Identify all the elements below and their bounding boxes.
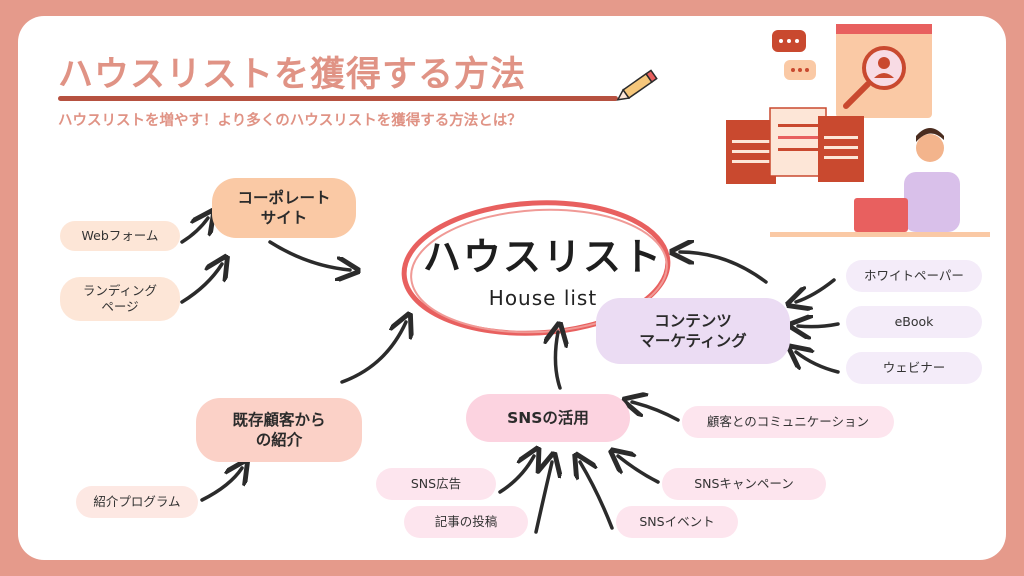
branch-sns-label: SNSの活用 <box>507 408 589 427</box>
arrow-webform <box>180 218 208 244</box>
arrow-whitepaper <box>796 278 836 302</box>
arrow-webinar <box>796 352 840 374</box>
item-webinar: ウェビナー <box>846 352 982 384</box>
branch-corporate-label: コーポレート サイト <box>237 188 331 227</box>
item-referral-program-label: 紹介プログラム <box>93 494 181 510</box>
item-whitepaper-label: ホワイトペーパー <box>864 268 964 284</box>
item-article-posting-label: 記事の投稿 <box>434 514 498 530</box>
item-referral-program: 紹介プログラム <box>76 486 198 518</box>
page-title: ハウスリストを獲得する方法 <box>58 55 527 95</box>
hub-subtitle: House list <box>488 286 598 310</box>
branch-existing-customers: 既存顧客から の紹介 <box>196 398 362 462</box>
arrow-customer-comm <box>632 402 680 422</box>
arrows-layer <box>180 16 840 534</box>
chat-bubbles-icon <box>772 30 816 80</box>
arrow-sns-event <box>580 462 614 530</box>
item-customer-communication-label: 顧客とのコミュニケーション <box>706 414 870 430</box>
item-web-form-label: Webフォーム <box>81 228 159 244</box>
item-sns-ads: SNS広告 <box>376 468 496 500</box>
item-sns-ads-label: SNS広告 <box>410 476 462 492</box>
arrow-posts <box>534 462 552 534</box>
branch-corporate-site: コーポレート サイト <box>212 178 356 238</box>
item-webinar-label: ウェビナー <box>882 360 946 376</box>
item-article-posting: 記事の投稿 <box>404 506 528 538</box>
arrow-corporate-to-hub <box>268 240 350 270</box>
branch-sns: SNSの活用 <box>466 394 630 442</box>
arrow-landing <box>180 264 222 304</box>
hub-circle-layer <box>401 200 671 336</box>
person-laptop-icon <box>770 128 990 237</box>
item-sns-event-label: SNSイベント <box>639 514 715 530</box>
title-underline <box>58 96 618 101</box>
item-landing-page-label: ランディング ページ <box>82 283 158 314</box>
pencil-icon <box>616 69 658 101</box>
arrow-sns-campaign <box>618 456 660 484</box>
arrow-referral <box>200 468 242 502</box>
hub-title: ハウスリスト <box>422 235 663 279</box>
branch-existing-label: 既存顧客から の紹介 <box>232 410 326 449</box>
diagram-card: ハウスリストを獲得する方法 ハウスリストを増やす！より多くのハウスリストを獲得す… <box>18 16 1006 560</box>
illustration-layer <box>616 24 990 237</box>
arrow-sns-to-hub <box>555 332 560 390</box>
item-customer-communication: 顧客とのコミュニケーション <box>682 406 894 438</box>
documents-icon <box>726 107 864 184</box>
item-sns-event: SNSイベント <box>616 506 738 538</box>
item-web-form: Webフォーム <box>60 221 180 251</box>
item-ebook: eBook <box>846 306 982 338</box>
item-ebook-label: eBook <box>894 314 934 330</box>
branch-content-label: コンテンツ マーケティング <box>639 311 747 350</box>
item-sns-campaign: SNSキャンペーン <box>662 468 826 500</box>
profile-search-icon <box>836 24 932 118</box>
arrow-ebook <box>798 324 840 327</box>
item-landing-page: ランディング ページ <box>60 277 180 321</box>
branch-content-marketing: コンテンツ マーケティング <box>596 298 790 364</box>
arrow-existing-to-hub <box>340 322 406 384</box>
arrow-sns-ads <box>498 456 534 494</box>
arrow-content-to-hub <box>680 252 768 284</box>
item-sns-campaign-label: SNSキャンペーン <box>694 476 794 492</box>
item-whitepaper: ホワイトペーパー <box>846 260 982 292</box>
page-subtitle: ハウスリストを増やす！より多くのハウスリストを獲得する方法とは？ <box>58 113 522 129</box>
